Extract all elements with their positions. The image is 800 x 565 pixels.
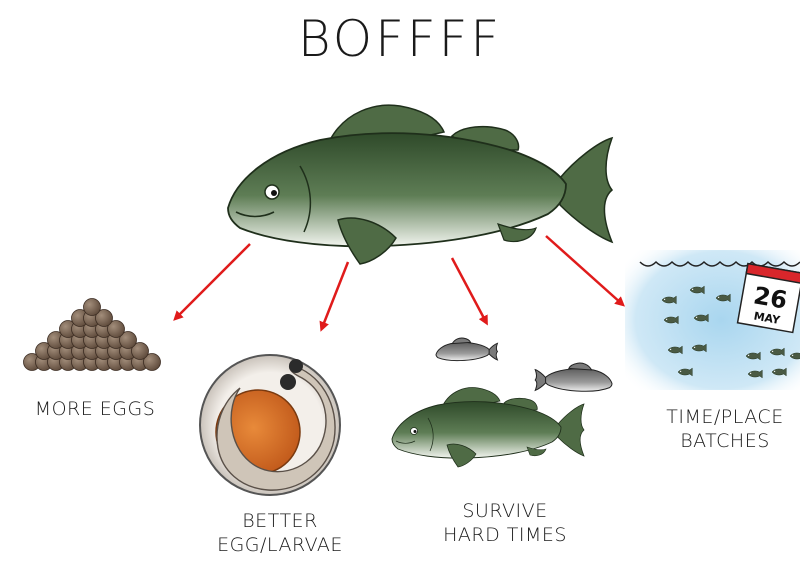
arrow-survive bbox=[452, 258, 486, 322]
water-batches: 26 MAY bbox=[625, 250, 800, 390]
label-time-place-batches: TIME/PLACE BATCHES bbox=[655, 406, 795, 454]
label-more-eggs: MORE EGGS bbox=[20, 398, 170, 422]
egg-pyramid bbox=[24, 299, 161, 371]
label-survive-line2: HARD TIMES bbox=[420, 524, 590, 548]
survive-fishes bbox=[392, 338, 612, 467]
main-fish bbox=[228, 105, 612, 264]
egg bbox=[84, 299, 101, 316]
arrow-more-eggs bbox=[176, 244, 250, 318]
label-survive-hard-times: SURVIVE HARD TIMES bbox=[420, 500, 590, 548]
label-survive-line1: SURVIVE bbox=[420, 500, 590, 524]
calendar-icon: 26 MAY bbox=[738, 264, 800, 333]
label-time-line1: TIME/PLACE bbox=[655, 406, 795, 430]
label-better-line2: EGG/LARVAE bbox=[205, 534, 355, 558]
label-more-eggs-text: MORE EGGS bbox=[20, 398, 170, 422]
egg-larvae-illustration bbox=[200, 355, 340, 495]
label-time-line2: BATCHES bbox=[655, 430, 795, 454]
arrow-better-egg bbox=[322, 262, 348, 328]
label-better-egg-larvae: BETTER EGG/LARVAE bbox=[205, 510, 355, 558]
arrow-time-place bbox=[546, 236, 622, 304]
label-better-line1: BETTER bbox=[205, 510, 355, 534]
arrows bbox=[176, 236, 622, 328]
page-title: BOFFFF bbox=[250, 8, 550, 71]
